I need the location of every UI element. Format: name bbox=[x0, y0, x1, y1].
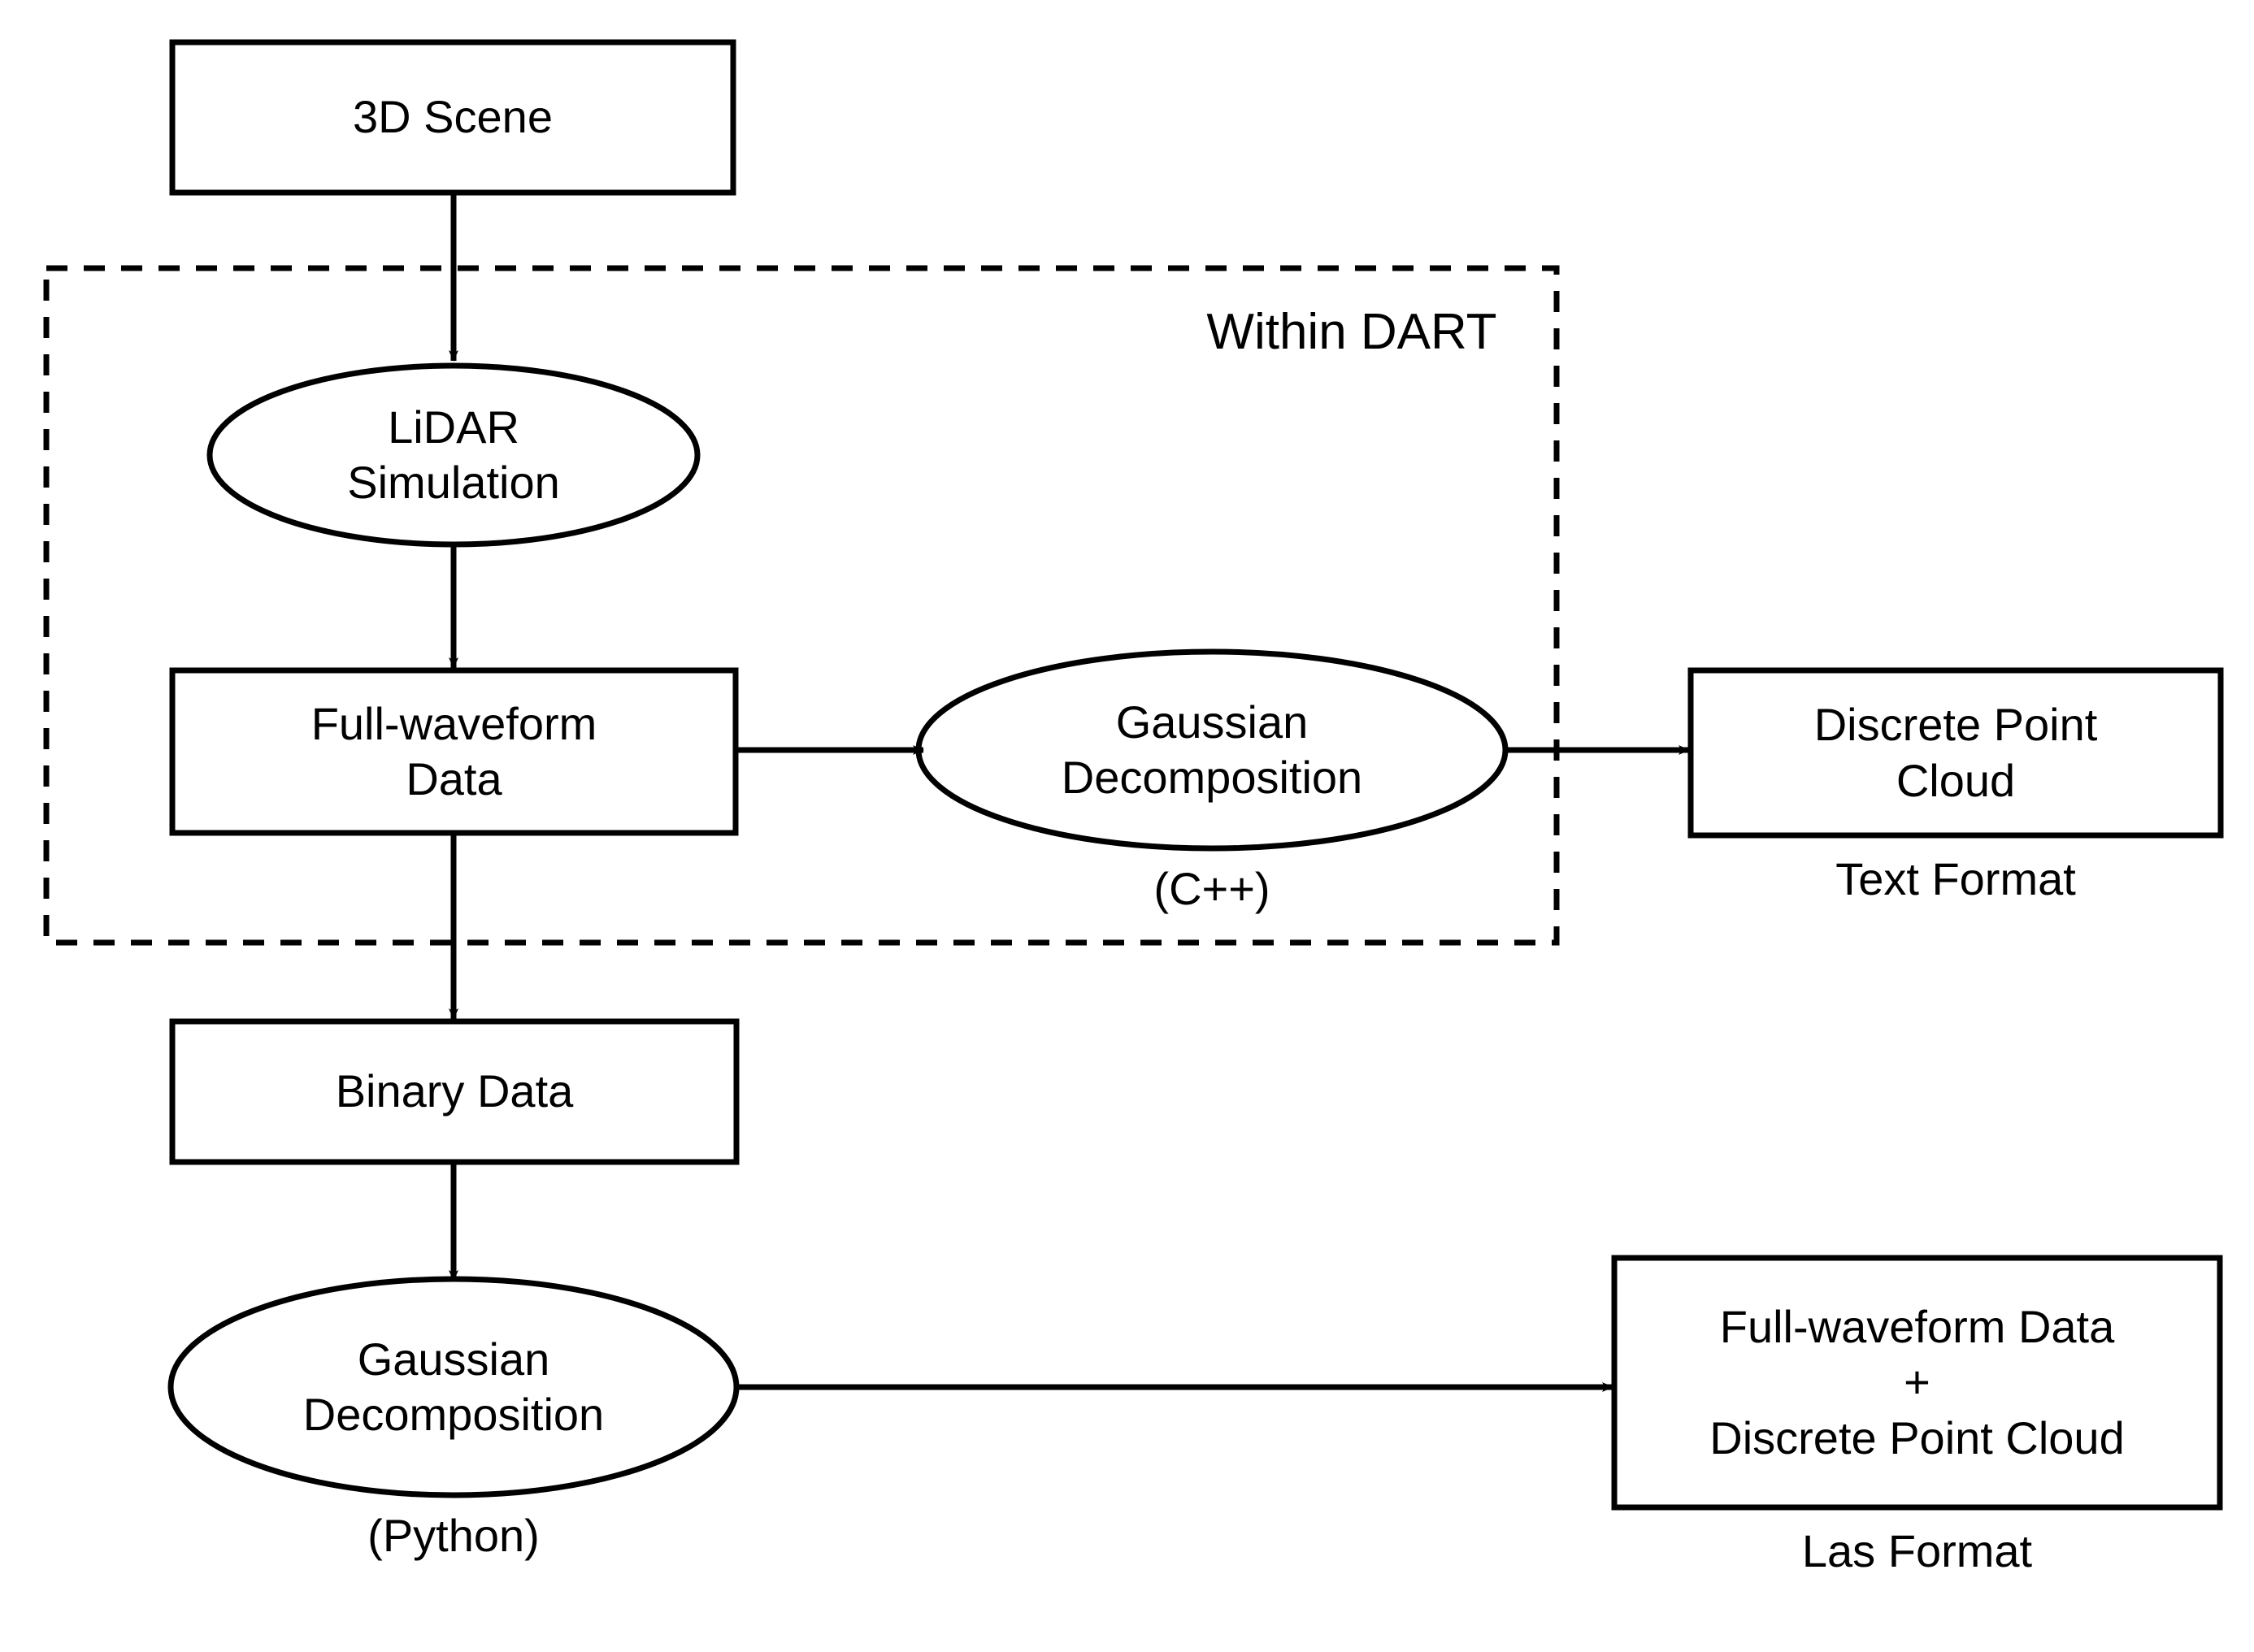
node-box-binary-data[interactable] bbox=[169, 1018, 740, 1165]
node-box-las-output[interactable] bbox=[1611, 1255, 2223, 1511]
caption-las-output: Las Format bbox=[1801, 1525, 2033, 1576]
caption-discrete-point-cloud: Text Format bbox=[1835, 853, 2076, 904]
node-ellipse-lidar-simulation[interactable] bbox=[206, 362, 701, 548]
node-ellipse-gaussian-decomposition-python[interactable] bbox=[167, 1276, 740, 1498]
node-ellipse-gaussian-decomposition-cpp[interactable] bbox=[915, 648, 1509, 852]
caption-gaussian-decomposition-python: (Python) bbox=[367, 1510, 540, 1561]
within-dart-group-border bbox=[43, 265, 1560, 946]
caption-gaussian-decomposition-cpp: (C++) bbox=[1153, 863, 1270, 914]
node-box-discrete-point-cloud[interactable] bbox=[1687, 667, 2224, 839]
within-dart-group-title: Within DART bbox=[1206, 304, 1497, 360]
node-box-3d-scene[interactable] bbox=[169, 39, 736, 196]
node-box-full-waveform-data[interactable] bbox=[169, 667, 739, 836]
